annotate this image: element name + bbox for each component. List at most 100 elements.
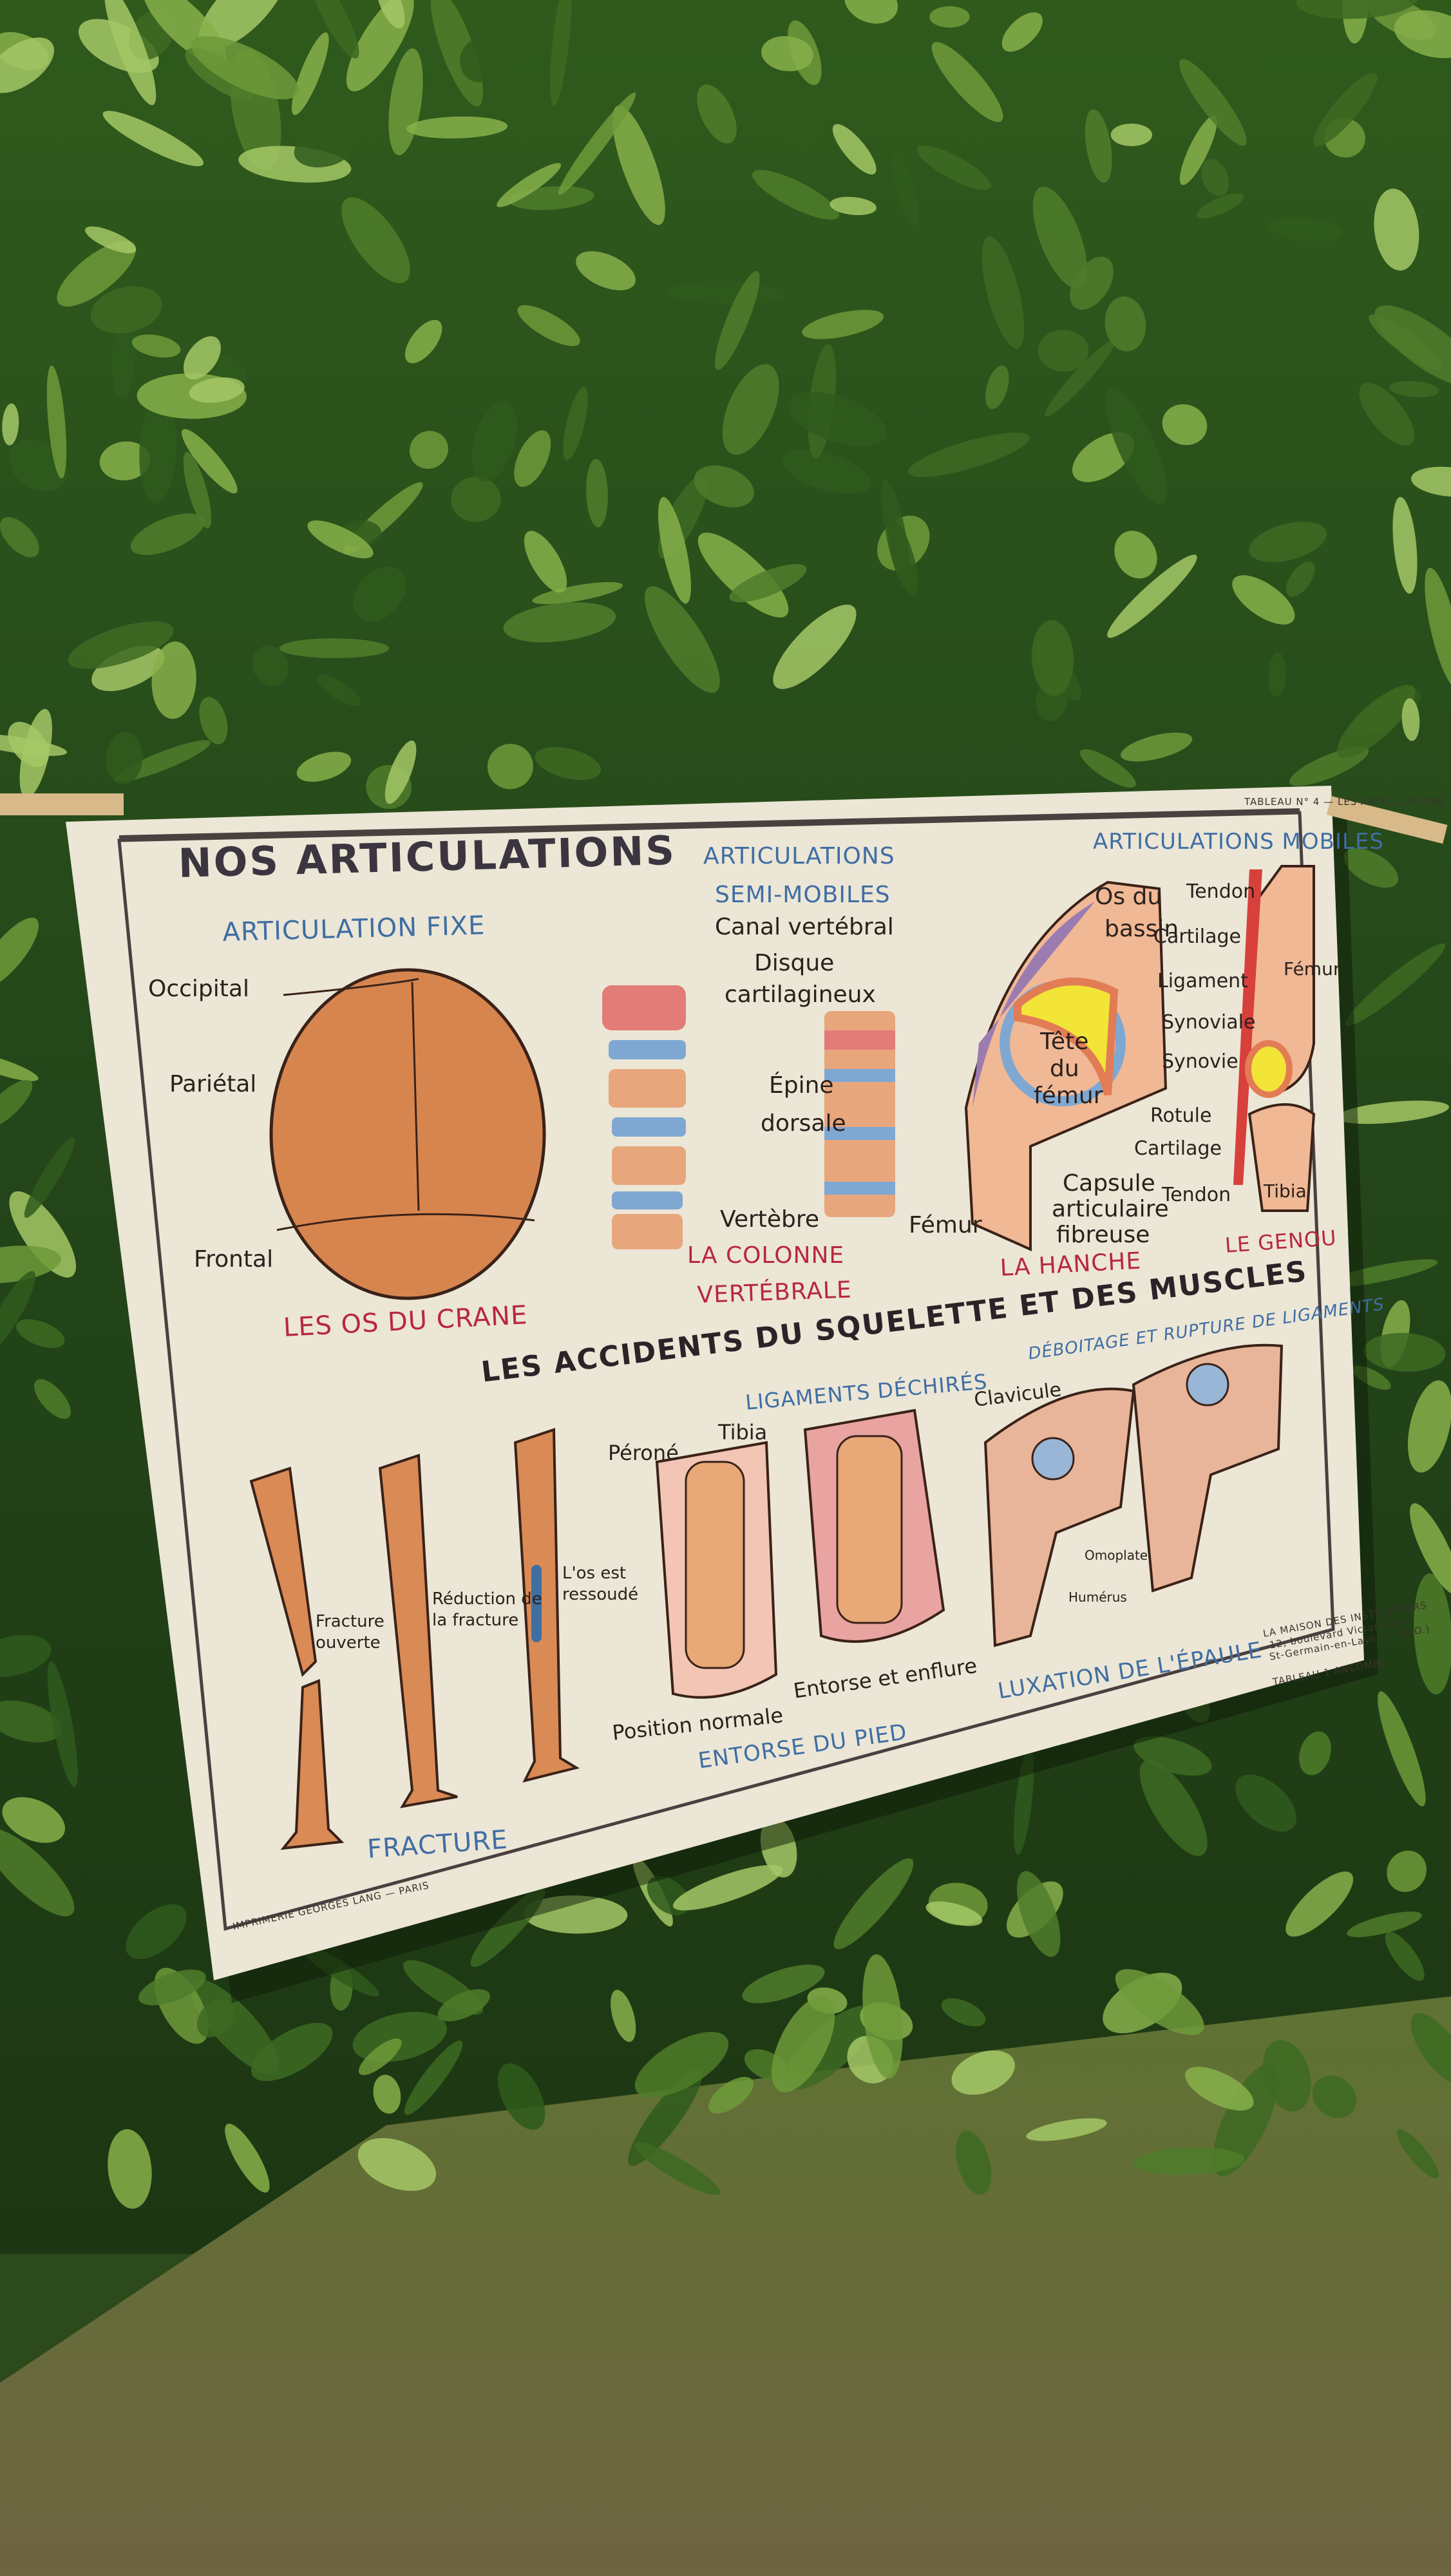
leaf <box>941 1998 986 2027</box>
leaf <box>1401 698 1420 741</box>
leaf <box>612 105 665 225</box>
leaf <box>225 2123 270 2193</box>
foot-sprain-drawing <box>655 1408 945 1699</box>
leaf <box>384 740 417 804</box>
label-frontal: Frontal <box>194 1246 274 1273</box>
leaf <box>833 1858 914 1949</box>
leaf <box>550 0 572 106</box>
leaf <box>1387 1850 1427 1892</box>
leaf <box>1343 848 1399 888</box>
fracture-label-2: ouverte <box>316 1633 381 1653</box>
leaf <box>139 395 176 504</box>
leaf <box>358 2038 402 2076</box>
leaf <box>1038 330 1089 372</box>
leaf <box>1026 2118 1107 2141</box>
leaf <box>782 450 871 494</box>
leaf <box>773 604 857 689</box>
leaf <box>1121 732 1193 762</box>
leaf <box>1385 1931 1425 1981</box>
leaf <box>563 386 588 460</box>
leaf <box>0 517 39 558</box>
leaf <box>1085 109 1112 183</box>
leaf <box>46 365 67 479</box>
leaf <box>0 37 55 93</box>
leaf <box>1105 296 1146 352</box>
leaf <box>0 1271 36 1352</box>
healed-label-2: ressoudé <box>562 1585 639 1604</box>
leaf <box>1001 12 1043 52</box>
leaf <box>729 564 807 603</box>
leaf <box>341 197 410 283</box>
leaf <box>788 392 886 446</box>
knee-label-synoviale: Synoviale <box>1162 1011 1256 1034</box>
hip-joint-drawing <box>964 880 1168 1252</box>
leaf <box>1139 1759 1208 1856</box>
leaf <box>16 1319 65 1349</box>
leaf <box>126 1904 187 1959</box>
leaf <box>532 582 623 605</box>
leaf <box>929 6 970 28</box>
leaf <box>130 513 205 555</box>
leaf <box>1235 1774 1297 1832</box>
shoulder-dislocation-drawing <box>983 1343 1284 1647</box>
leaf <box>437 1989 490 2022</box>
knee-label-cartilage-bottom: Cartilage <box>1134 1137 1222 1160</box>
leaf <box>68 621 174 669</box>
leaf <box>1392 497 1418 594</box>
leaf <box>1115 1969 1204 2036</box>
poster-border <box>117 811 1335 1931</box>
leaf <box>628 2069 703 2166</box>
leaf <box>1396 2129 1439 2179</box>
leaf <box>1285 1871 1354 1937</box>
leaf <box>487 743 533 790</box>
leaf <box>634 2032 729 2098</box>
leaf <box>907 432 1030 477</box>
semi-mobile-heading-2: SEMI-MOBILES <box>715 882 891 908</box>
leaf <box>1363 1332 1446 1372</box>
leaf <box>85 226 137 254</box>
leaf <box>1312 2075 1357 2118</box>
skull-sutures <box>276 978 535 1231</box>
leaf <box>802 310 884 339</box>
foot-label-perone: Péroné <box>608 1441 679 1465</box>
leaf <box>1410 2012 1451 2085</box>
leaf <box>1045 339 1115 417</box>
leaf <box>1411 466 1451 497</box>
leaf <box>138 1969 206 2005</box>
leaf <box>0 1828 75 1917</box>
leaf <box>317 675 361 706</box>
leaf <box>90 286 162 334</box>
leaf <box>189 377 245 403</box>
leaf <box>634 2142 721 2195</box>
vertebral-column-drawing <box>602 985 895 1249</box>
leaf <box>1105 388 1168 505</box>
leaf <box>644 586 720 693</box>
leaf <box>0 1700 62 1743</box>
leaf <box>471 402 517 482</box>
leaf <box>708 2077 754 2114</box>
leaf <box>24 1137 75 1218</box>
fracture-label-1: Fracture <box>316 1612 384 1631</box>
leaf <box>1374 188 1419 271</box>
leaf <box>524 531 567 593</box>
label-occipital: Occipital <box>148 976 249 1002</box>
leaf <box>1249 522 1327 562</box>
leaf <box>1016 1871 1061 1957</box>
leaf <box>1114 531 1157 579</box>
leaf <box>2 403 19 446</box>
leaf <box>1184 2067 1254 2111</box>
leaf <box>106 732 143 785</box>
reduction-label-2: la fracture <box>432 1611 519 1630</box>
fracture-bones-drawing <box>249 1428 580 1850</box>
leaf <box>183 451 212 529</box>
leaf <box>476 15 534 65</box>
healed-label-1: L'os est <box>562 1564 627 1583</box>
hip-label-capsule: Capsule <box>1063 1170 1155 1197</box>
leaf <box>1389 381 1439 397</box>
leaf <box>181 429 238 494</box>
label-vertebre: Vertèbre <box>720 1206 820 1233</box>
knee-joint-drawing <box>1233 865 1316 1212</box>
leaf <box>772 1996 835 2092</box>
column-caption-2: VERTÉBRALE <box>696 1276 853 1309</box>
leaf <box>183 336 221 380</box>
